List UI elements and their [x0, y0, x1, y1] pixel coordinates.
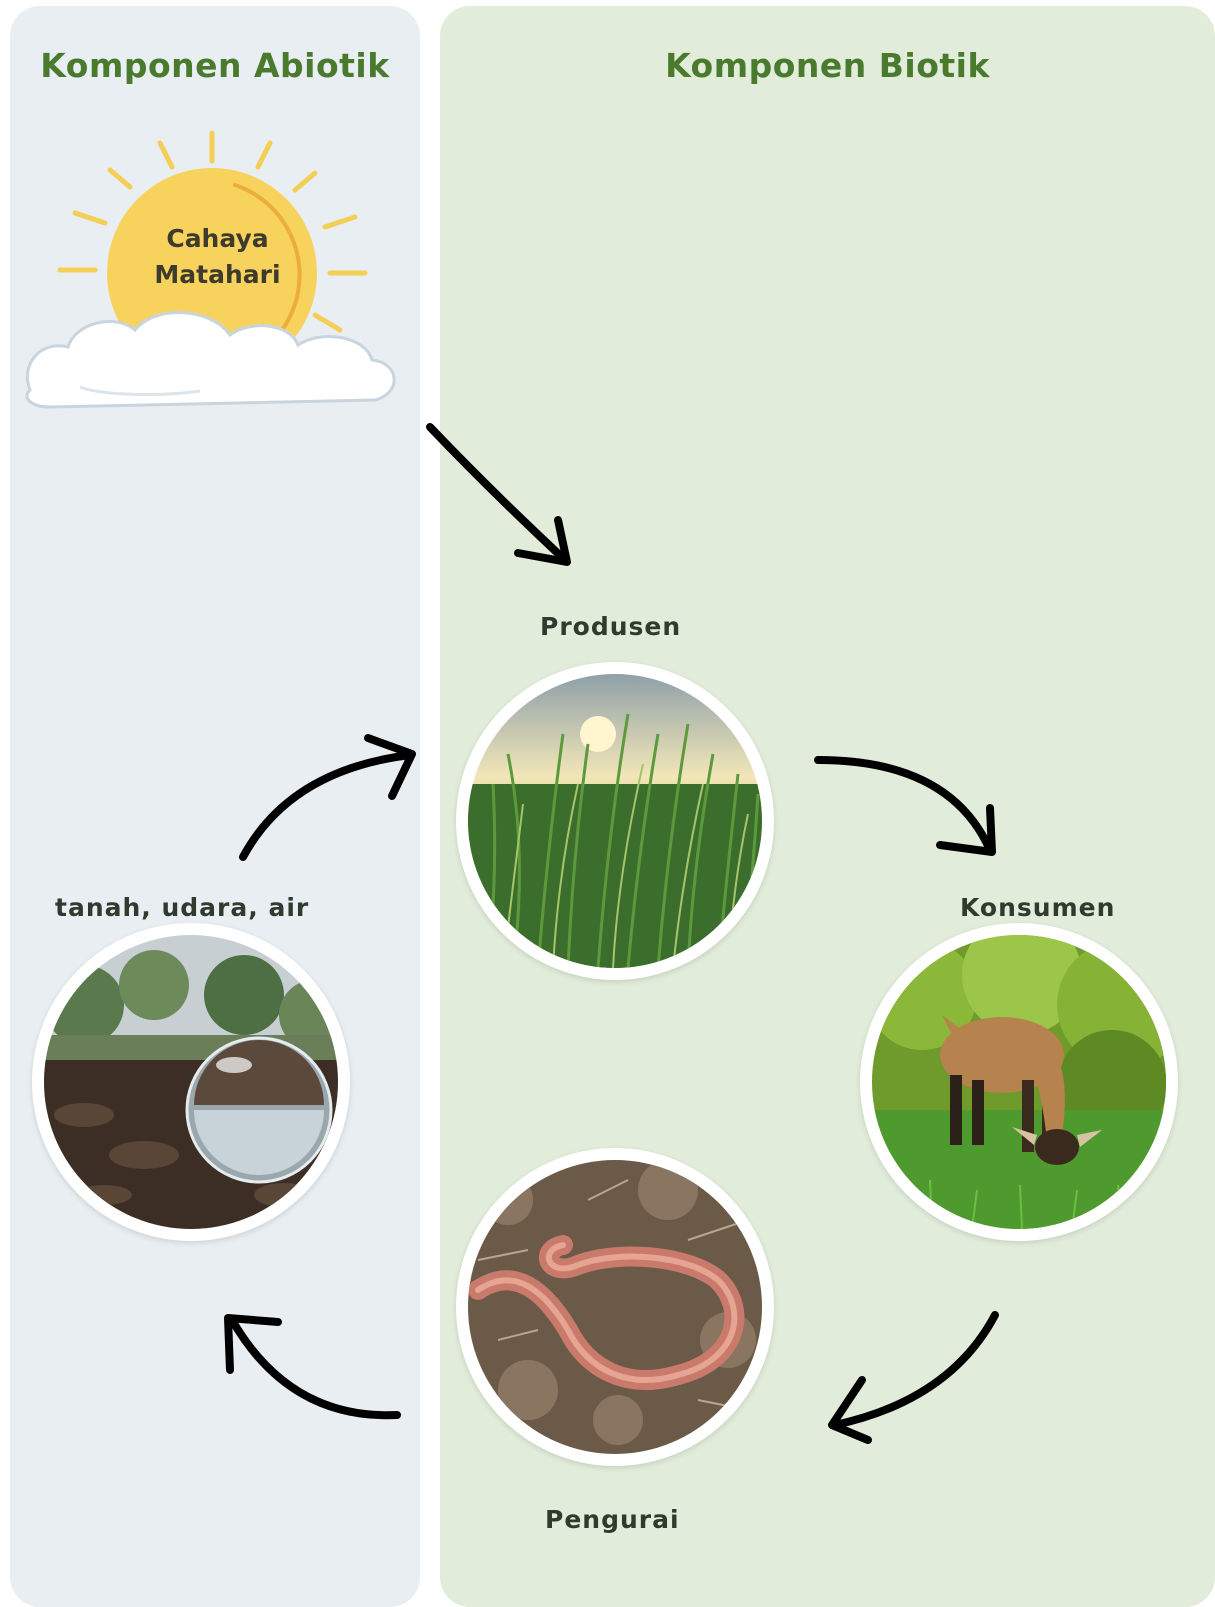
arrow-abiotic-to-produsen	[239, 734, 416, 861]
sun-icon	[25, 130, 396, 409]
glass-ball	[185, 1036, 333, 1184]
goat-figure	[940, 1015, 1102, 1165]
worm-image	[468, 1160, 762, 1454]
biotic-title: Komponen Biotik	[665, 46, 990, 85]
konsumen-photo	[860, 923, 1178, 1241]
abiotic-photo	[32, 923, 350, 1241]
konsumen-label: Konsumen	[960, 893, 1116, 922]
abiotic-title: Komponen Abiotik	[40, 46, 390, 85]
abiotic-label: tanah, udara, air	[55, 893, 310, 922]
arrow-konsumen-to-pengurai	[828, 1311, 999, 1444]
produsen-photo	[456, 662, 774, 980]
cloud-icon	[25, 311, 396, 409]
arrow-pengurai-to-abiotic	[224, 1314, 401, 1420]
pengurai-label: Pengurai	[545, 1505, 680, 1534]
soil-image	[44, 935, 338, 1229]
sun-cloud-illustration: Cahaya Matahari	[20, 125, 410, 435]
sun-label-line2: Matahari	[154, 260, 281, 289]
arrow-sun-to-produsen	[426, 423, 571, 566]
pengurai-photo	[456, 1148, 774, 1466]
arrow-produsen-to-konsumen	[814, 756, 996, 856]
sun-label: Cahaya Matahari	[130, 221, 305, 293]
produsen-label: Produsen	[540, 612, 682, 641]
sun-label-line1: Cahaya	[166, 224, 269, 253]
goat-image	[872, 935, 1166, 1229]
